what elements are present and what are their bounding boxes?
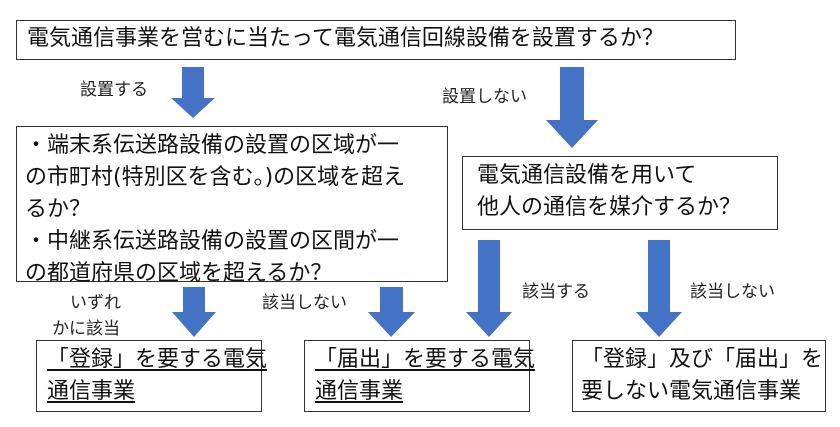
label-not-applicable-right: 該当しない	[690, 282, 775, 302]
result-notification-line2: 通信事業	[315, 378, 404, 404]
mediation-question-line2: 他人の通信を媒介するか？	[477, 194, 742, 220]
mediation-question-line1: 電気通信設備を用いて	[477, 163, 697, 188]
arrow-either	[172, 287, 216, 337]
area-question-line4: ・中継系伝送路設備の設置の区間が一	[25, 228, 400, 254]
result-none-box: 「登録」及び「届出」を 要しない電気通信事業	[572, 340, 826, 412]
area-question-box: ・端末系伝送路設備の設置の区域が一 の市町村(特別区を含む。)の区域を超え るか…	[16, 126, 448, 286]
result-notification-box: 「届出」を要する電気 通信事業	[304, 340, 536, 412]
arrow-not-install	[546, 67, 598, 148]
area-question-line3: るか？	[25, 196, 92, 222]
label-either-line1: いずれ	[70, 293, 121, 313]
result-registration-line1: 「登録」を要する電気	[47, 347, 268, 372]
top-question-text: 電気通信事業を営むに当たって電気通信回線設備を設置するか？	[27, 26, 664, 51]
area-question-line2: の市町村(特別区を含む。)の区域を超え	[25, 164, 406, 190]
result-notification-line1: 「届出」を要する電気	[315, 347, 536, 372]
result-registration-line2: 通信事業	[47, 378, 136, 404]
result-none-line2: 要しない電気通信事業	[581, 378, 802, 404]
top-question-box: 電気通信事業を営むに当たって電気通信回線設備を設置するか？	[16, 20, 736, 60]
area-question-line5: の都道府県の区域を超えるか？	[25, 260, 333, 286]
result-registration-box: 「登録」を要する電気 通信事業	[36, 340, 268, 412]
label-install: 設置する	[80, 80, 148, 100]
arrow-not-applicable-left	[368, 287, 415, 337]
arrow-applicable	[466, 240, 512, 337]
label-either-line2: かに該当	[52, 319, 120, 340]
arrow-install	[171, 67, 215, 118]
arrow-not-applicable-right	[636, 240, 682, 337]
label-not-applicable-left: 該当しない	[262, 293, 347, 313]
result-none-line1: 「登録」及び「届出」を	[581, 347, 824, 372]
label-applicable: 該当する	[522, 282, 590, 302]
area-question-line1: ・端末系伝送路設備の設置の区域が一	[25, 133, 400, 158]
label-not-install: 設置しない	[442, 87, 527, 107]
mediation-question-box: 電気通信設備を用いて 他人の通信を媒介するか？	[462, 156, 778, 230]
label-either: いずれ かに該当	[52, 290, 121, 343]
